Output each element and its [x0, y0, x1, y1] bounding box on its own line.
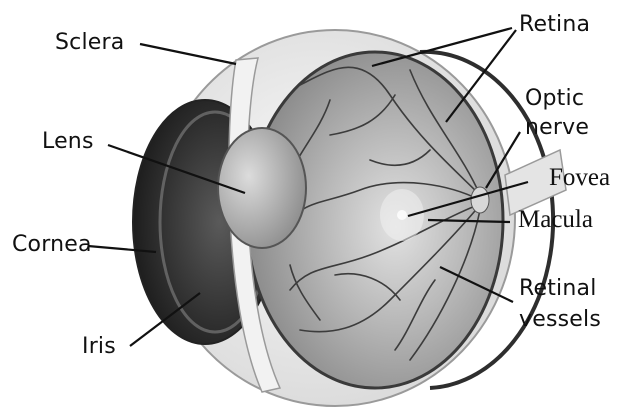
fovea-spot — [397, 210, 407, 220]
cornea-label: Cornea — [12, 234, 92, 256]
retinal-vessels-label-line2: vessels — [519, 309, 601, 331]
sclera-label: Sclera — [55, 32, 124, 54]
optic-nerve-label-line2: nerve — [525, 117, 589, 139]
sclera-leader — [140, 44, 236, 64]
lens-label: Lens — [42, 131, 94, 153]
optic-nerve-label-line1: Optic — [525, 88, 584, 110]
retina-label: Retina — [519, 14, 590, 36]
optic-disc — [471, 187, 489, 213]
retinal-vessels-label-line1: Retinal — [519, 278, 597, 300]
iris-label: Iris — [82, 336, 116, 358]
fovea-label: Fovea — [549, 165, 610, 190]
macula-label: Macula — [518, 207, 593, 232]
